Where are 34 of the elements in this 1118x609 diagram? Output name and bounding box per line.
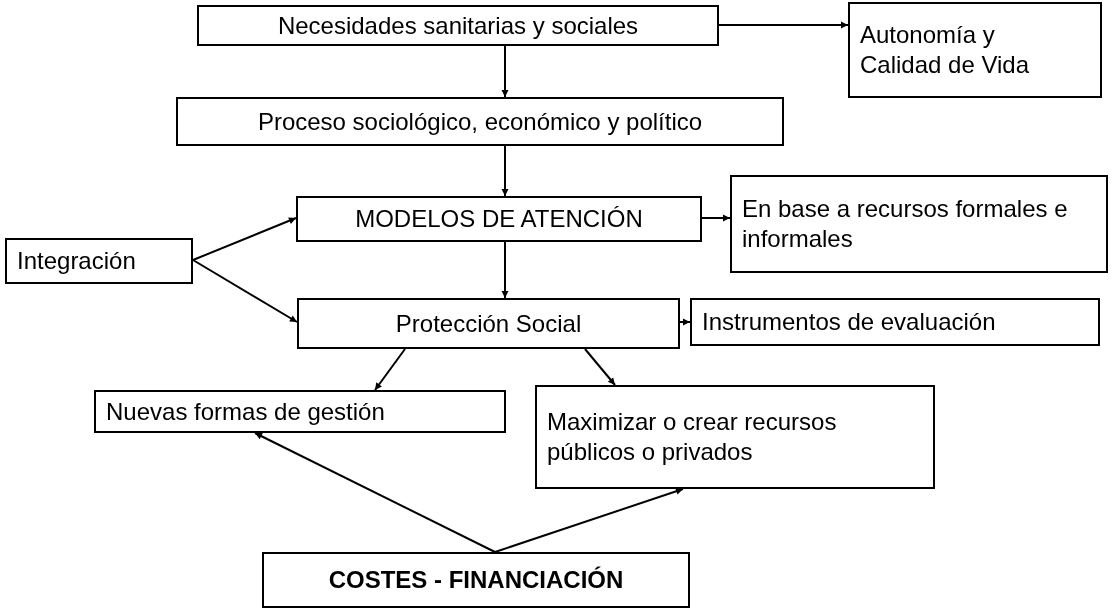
- arrow: [254, 432, 496, 553]
- box-label: Nuevas formas de gestión: [106, 396, 385, 427]
- arrow: [494, 487, 684, 553]
- process-box: [176, 97, 784, 146]
- process-box: [690, 298, 1100, 346]
- box-label: Maximizar o crear recursos públicos o privados: [547, 407, 838, 467]
- arrow: [192, 217, 297, 261]
- box-label: Autonomía y Calidad de Vida: [860, 20, 1031, 80]
- process-box: [297, 298, 680, 349]
- process-box: [730, 175, 1108, 273]
- arrow: [701, 214, 731, 222]
- process-box: [5, 238, 193, 284]
- arrow: [501, 241, 509, 299]
- process-box: [848, 2, 1102, 98]
- arrow: [718, 21, 849, 29]
- process-box: [94, 390, 506, 433]
- box-label: Protección Social: [395, 308, 582, 339]
- box-label: En base a recursos formales e informales: [742, 194, 1069, 254]
- arrow: [679, 318, 691, 326]
- box-label: Instrumentos de evaluación: [702, 307, 996, 337]
- arrow: [192, 259, 298, 323]
- box-label: MODELOS DE ATENCIÓN: [355, 204, 643, 234]
- process-box: [262, 552, 690, 608]
- box-label: Integración: [17, 246, 136, 276]
- process-box: [535, 385, 935, 489]
- box-label: Proceso sociológico, económico y político: [257, 106, 703, 137]
- box-label: Necesidades sanitarias y sociales: [277, 10, 639, 41]
- box-label: COSTES - FINANCIACIÓN: [328, 565, 624, 595]
- process-box: [296, 196, 702, 242]
- arrow: [584, 348, 616, 386]
- arrow: [501, 145, 509, 197]
- arrow: [501, 45, 509, 98]
- arrow: [374, 348, 406, 391]
- process-box: [197, 5, 719, 46]
